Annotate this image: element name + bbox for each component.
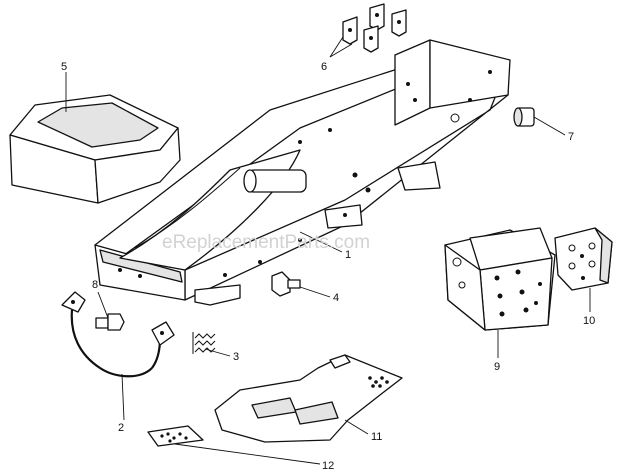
callout-5: 5 — [61, 61, 67, 73]
part-5-cover[interactable] — [9, 94, 181, 204]
callout-4: 4 — [333, 292, 339, 304]
callout-11: 11 — [371, 431, 382, 443]
part-6-clips[interactable] — [342, 3, 407, 53]
callout-9: 9 — [494, 361, 500, 373]
callout-8: 8 — [92, 279, 98, 291]
callout-12: 12 — [322, 460, 334, 472]
part-4-bolt[interactable] — [271, 271, 301, 297]
callout-3: 3 — [233, 351, 239, 363]
part-8-bolt[interactable] — [95, 313, 125, 331]
leader-lines — [65, 36, 591, 465]
part-11-floor-plate[interactable] — [214, 354, 403, 443]
part-1-main-frame[interactable] — [94, 39, 511, 306]
callout-labels: 1 2 3 4 5 6 7 8 9 10 11 12 — [61, 61, 595, 472]
callout-10: 10 — [583, 315, 595, 327]
part-9-mounting-plate[interactable] — [444, 227, 556, 331]
part-3-spring[interactable] — [192, 332, 216, 354]
part-12-pad[interactable] — [147, 425, 204, 447]
part-10-bracket-plate[interactable] — [554, 227, 613, 291]
part-7-bushing[interactable] — [513, 107, 535, 127]
callout-1: 1 — [345, 249, 351, 261]
callout-7: 7 — [568, 131, 574, 143]
callout-6: 6 — [321, 61, 327, 73]
part-2-hitch-rod[interactable] — [61, 291, 175, 378]
watermark-text: eReplacementParts.com — [162, 232, 370, 253]
callout-2: 2 — [118, 422, 124, 434]
